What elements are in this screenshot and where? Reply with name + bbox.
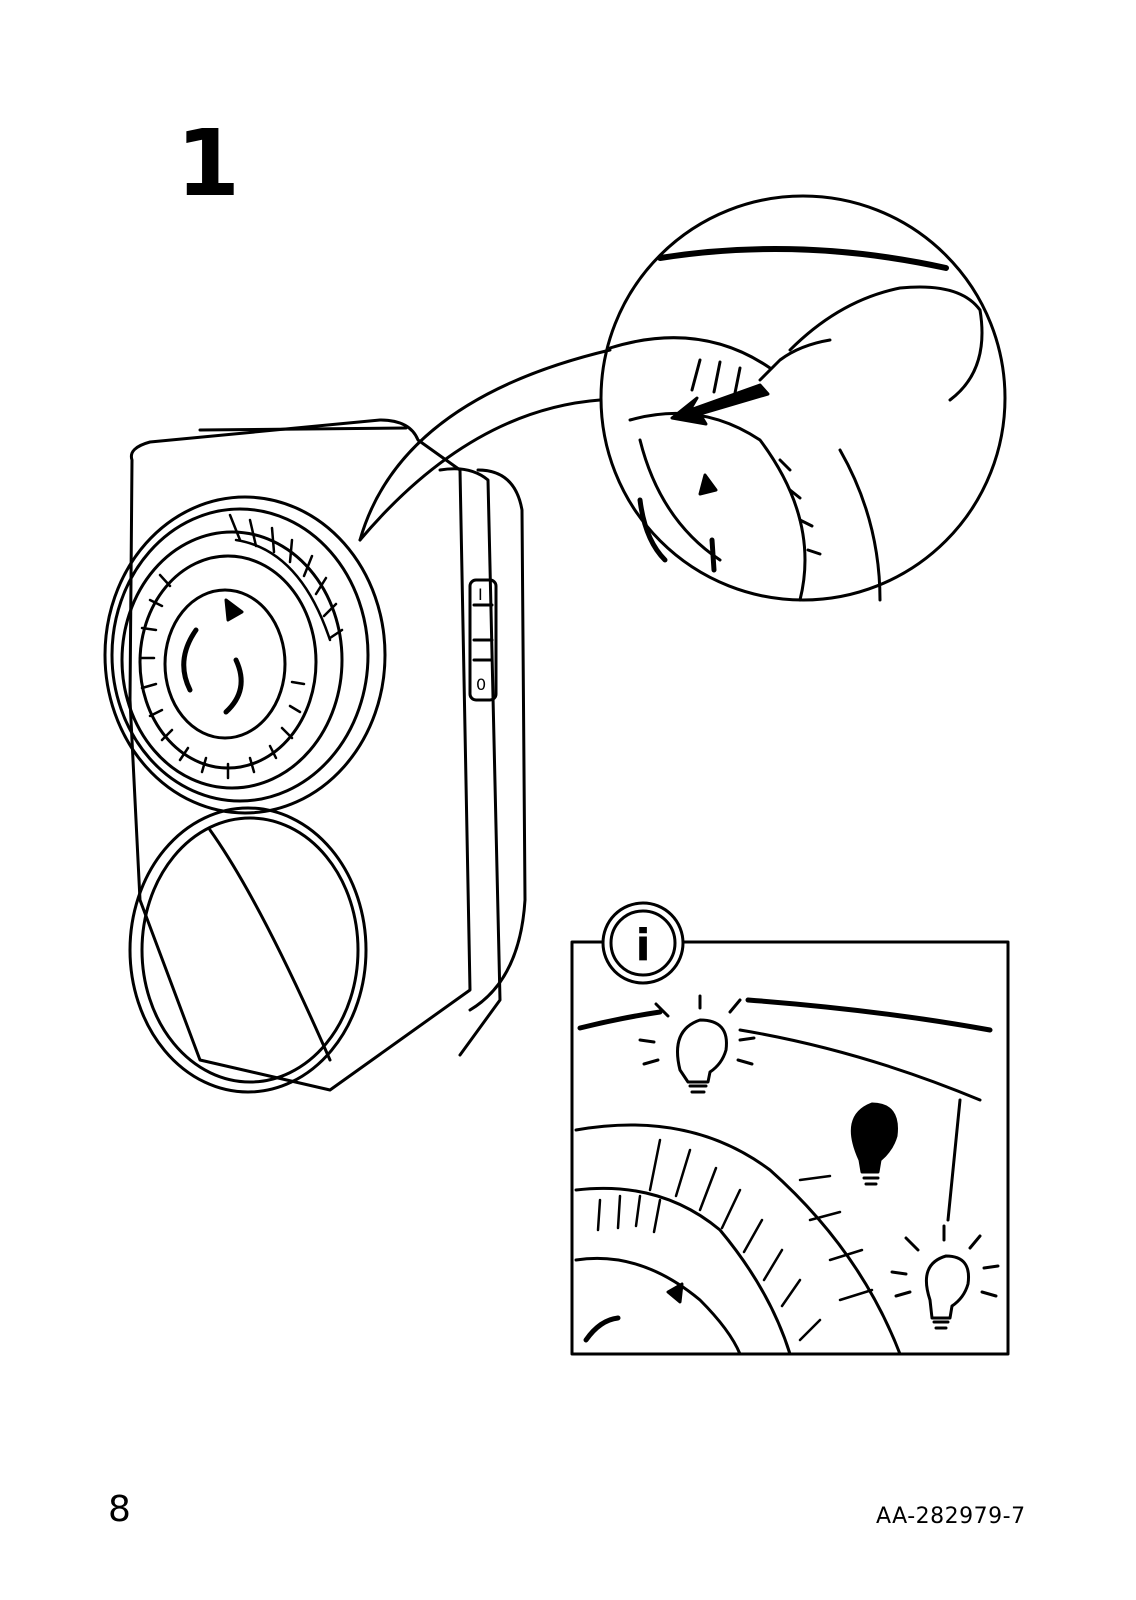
timer-dial (105, 497, 385, 813)
info-icon: i (603, 903, 683, 983)
pointer-triangle-icon (700, 475, 716, 494)
switch-label-off: 0 (476, 675, 486, 694)
zoom-connector (360, 350, 610, 540)
zoom-detail (601, 196, 1005, 600)
pointer-triangle-icon (668, 1284, 682, 1302)
push-arrow-icon (672, 385, 768, 424)
timer-socket (130, 808, 366, 1092)
document-code: AA-282979-7 (876, 1506, 1026, 1528)
bulb-on-icon (892, 1226, 998, 1328)
info-icon-label: i (635, 920, 650, 971)
bulb-off-icon (852, 1104, 896, 1184)
info-box (572, 942, 1008, 1354)
switch-label-on: I (478, 585, 483, 604)
pointer-triangle-icon (226, 600, 242, 620)
page-number: 8 (108, 1492, 131, 1528)
